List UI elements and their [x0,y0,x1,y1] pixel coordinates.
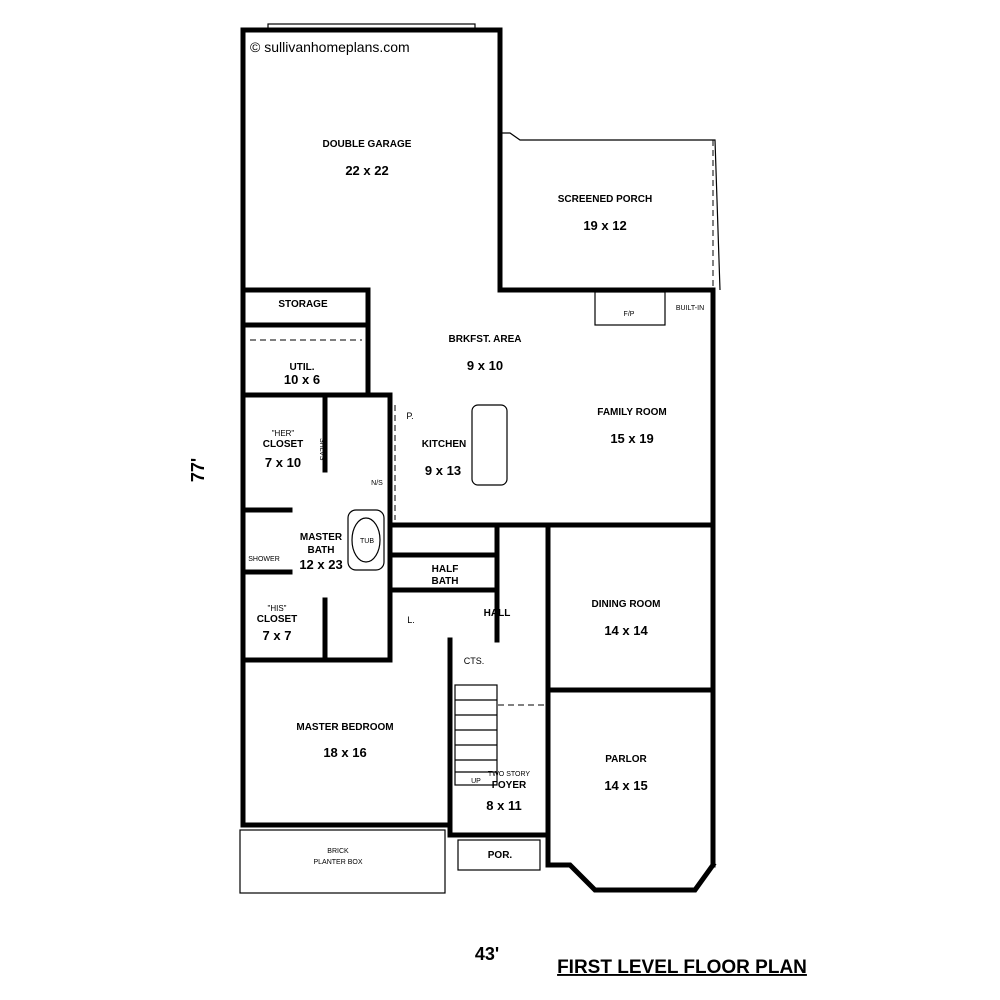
fireplace-label: F/P [624,311,635,318]
built-in-label: BUILT-IN [676,305,704,312]
garage-door [267,23,476,32]
labels: © sullivanhomeplans.com DOUBLE GARAGE 22… [188,39,807,978]
util-label: UTIL. [290,362,315,373]
brkfst-label: BRKFST. AREA [449,334,522,345]
porch-size: 19 x 12 [583,218,626,233]
garage-label: DOUBLE GARAGE [323,139,412,150]
walls [239,23,721,894]
foyer-label: FOYER [492,780,527,791]
tub-label: TUB [360,538,374,545]
foyer-size: 8 x 11 [486,798,521,813]
master-bath-size: 12 x 23 [299,557,342,572]
linen-label: L. [407,615,415,625]
half-bath-label-1: HALF [432,564,459,575]
master-bath-label-1: MASTER [300,532,343,543]
brkfst-size: 9 x 10 [467,358,503,373]
his-closet-size: 7 x 7 [263,628,292,643]
half-bath-label-2: BATH [431,576,458,587]
storage-label: STORAGE [278,299,328,310]
overall-depth: 77' [188,458,208,482]
ns-label: N/S [371,480,383,487]
planter-label-2: PLANTER BOX [313,859,362,866]
shelves-label: SHLVS [318,438,325,461]
her-closet-size: 7 x 10 [265,455,301,470]
shower-label: SHOWER [248,556,280,563]
pantry-label: P. [406,411,413,421]
dining-size: 14 x 14 [604,623,648,638]
tub [351,517,381,563]
closet-label: CTS. [464,656,485,666]
master-bed-size: 18 x 16 [323,745,366,760]
parlor-label: PARLOR [605,754,647,765]
stairs [454,684,498,786]
por-label: POR. [488,850,513,861]
garage-size: 22 x 22 [345,163,388,178]
his-closet-label: CLOSET [257,614,298,625]
planter-box [239,829,446,894]
stair-up-label: UP [471,778,481,785]
her-closet-label: CLOSET [263,439,304,450]
family-label: FAMILY ROOM [597,407,666,418]
his-closet-tag: "HIS" [267,604,286,613]
plan-title: FIRST LEVEL FLOOR PLAN [557,957,807,978]
kitchen-label: KITCHEN [422,439,466,450]
util-size: 10 x 6 [284,372,320,387]
her-closet-tag: "HER" [272,429,295,438]
master-bed-label: MASTER BEDROOM [296,722,393,733]
porch-label: SCREENED PORCH [558,194,652,205]
hall-label: HALL [484,608,511,619]
kitchen-size: 9 x 13 [425,463,461,478]
parlor-size: 14 x 15 [604,778,647,793]
kitchen-island [471,404,508,486]
master-bath-label-2: BATH [307,545,334,556]
family-size: 15 x 19 [610,431,653,446]
foyer-tag: TWO STORY [488,771,530,778]
dining-label: DINING ROOM [592,599,661,610]
copyright: © sullivanhomeplans.com [250,39,410,55]
overall-width: 43' [475,944,499,964]
planter-label-1: BRICK [327,848,349,855]
